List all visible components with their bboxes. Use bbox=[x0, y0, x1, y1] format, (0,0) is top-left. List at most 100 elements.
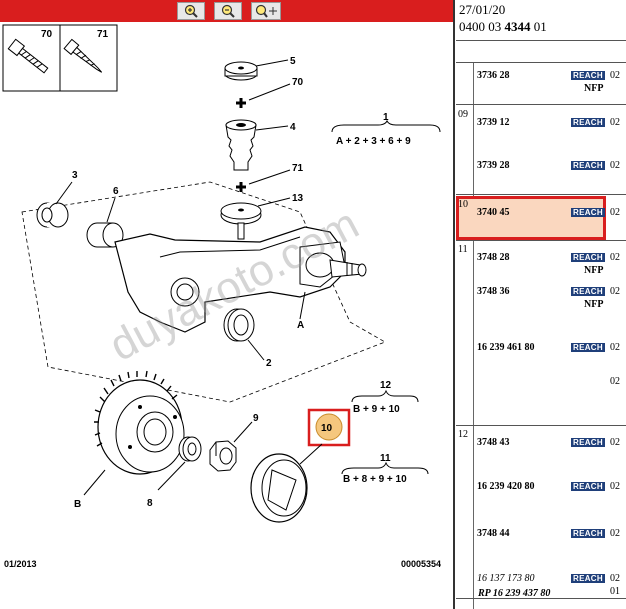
reach-badge: REACH bbox=[571, 208, 605, 217]
part-row[interactable]: 16 137 173 80 REACH 02 bbox=[456, 573, 626, 587]
part-reference: 16 239 420 80 bbox=[477, 481, 535, 492]
group-line bbox=[456, 598, 626, 599]
reach-badge: REACH bbox=[571, 438, 605, 447]
footer-code: 00005354 bbox=[401, 559, 442, 569]
part-row[interactable]: 02 bbox=[456, 376, 626, 390]
reach-badge: REACH bbox=[571, 253, 605, 262]
zoom-fit-button[interactable] bbox=[251, 2, 281, 20]
zoom-out-button[interactable] bbox=[214, 2, 242, 20]
screw-box-71 bbox=[59, 24, 118, 92]
label-11: 11 bbox=[380, 453, 391, 464]
zoom-fit-icon bbox=[255, 4, 277, 18]
zoom-out-icon bbox=[221, 4, 235, 18]
reach-badge: REACH bbox=[571, 343, 605, 352]
quantity: 02 bbox=[610, 376, 620, 387]
label-B: B bbox=[74, 499, 81, 510]
label-71: 71 bbox=[292, 163, 304, 174]
label-6: 6 bbox=[113, 186, 119, 197]
quantity: 02 bbox=[610, 573, 620, 584]
zoom-in-icon bbox=[184, 4, 198, 18]
footer-date: 01/2013 bbox=[4, 559, 37, 569]
selected-part-highlight[interactable] bbox=[456, 196, 606, 240]
formula-1: A + 2 + 3 + 6 + 9 bbox=[336, 136, 411, 147]
group-line bbox=[456, 240, 626, 241]
label-3: 3 bbox=[72, 170, 78, 181]
part-reference: 3736 28 bbox=[477, 70, 510, 81]
label-4: 4 bbox=[290, 122, 296, 133]
reach-badge: REACH bbox=[571, 529, 605, 538]
nfp-label: NFP bbox=[584, 83, 604, 94]
label-71-box: 71 bbox=[97, 29, 109, 40]
formula-11: B + 8 + 9 + 10 bbox=[343, 474, 407, 485]
part-row[interactable]: 16 239 420 80 REACH 02 bbox=[456, 481, 626, 495]
quantity: 02 bbox=[610, 160, 620, 171]
position-number: 11 bbox=[458, 244, 468, 255]
quantity: 02 bbox=[610, 481, 620, 492]
part-row[interactable]: 10 3740 45 REACH 02 bbox=[456, 199, 626, 221]
label-10: 10 bbox=[321, 423, 333, 434]
reach-badge: REACH bbox=[571, 71, 605, 80]
header-reference: 0400 03 4344 01 bbox=[459, 19, 547, 34]
quantity: 02 bbox=[610, 286, 620, 297]
reach-badge: REACH bbox=[571, 482, 605, 491]
part-reference: 16 239 461 80 bbox=[477, 342, 535, 353]
part-reference: 3739 28 bbox=[477, 160, 510, 171]
diagram-panel: 70 71 5 70 4 bbox=[0, 0, 453, 569]
part-reference: 3740 45 bbox=[477, 207, 510, 218]
label-70: 70 bbox=[292, 77, 304, 88]
part-row[interactable]: 3748 44 REACH 02 bbox=[456, 528, 626, 542]
group-line bbox=[456, 425, 626, 426]
parts-header: 27/01/20 0400 03 4344 01 bbox=[456, 0, 626, 41]
quantity: 02 bbox=[610, 207, 620, 218]
label-9: 9 bbox=[253, 413, 259, 424]
parts-panel: 27/01/20 0400 03 4344 01 3736 28 REACH NFP… bbox=[456, 0, 626, 609]
quantity: 02 bbox=[610, 528, 620, 539]
label-8: 8 bbox=[147, 498, 153, 509]
quantity: 02 bbox=[610, 252, 620, 263]
label-1: 1 bbox=[383, 112, 389, 123]
group-line bbox=[456, 62, 626, 63]
part-reference: 3748 28 bbox=[477, 252, 510, 263]
label-5: 5 bbox=[290, 56, 296, 67]
position-number: 09 bbox=[458, 109, 468, 120]
quantity: 02 bbox=[610, 342, 620, 353]
exploded-parts-diagram: 70 71 5 70 4 bbox=[2, 24, 441, 523]
part-reference: 3748 43 bbox=[477, 437, 510, 448]
reach-badge: REACH bbox=[571, 287, 605, 296]
quantity: 01 bbox=[610, 586, 620, 597]
position-column bbox=[456, 62, 474, 609]
panel-divider bbox=[453, 0, 455, 609]
part-row[interactable]: RP 16 239 437 80 01 bbox=[456, 586, 626, 600]
label-13: 13 bbox=[292, 193, 304, 204]
part-reference: 3739 12 bbox=[477, 117, 510, 128]
group-line bbox=[456, 194, 626, 195]
toolbar bbox=[0, 0, 453, 22]
position-number: 12 bbox=[458, 429, 468, 440]
label-12: 12 bbox=[380, 380, 392, 391]
label-70-box: 70 bbox=[41, 29, 53, 40]
zoom-in-button[interactable] bbox=[177, 2, 205, 20]
part-reference: 16 137 173 80 bbox=[477, 573, 535, 584]
part-row[interactable]: 11 3748 28 REACH NFP 02 bbox=[456, 244, 626, 276]
part-row[interactable]: 3748 36 REACH NFP 02 bbox=[456, 286, 626, 310]
quantity: 02 bbox=[610, 437, 620, 448]
quantity: 02 bbox=[610, 70, 620, 81]
reach-badge: REACH bbox=[571, 574, 605, 583]
formula-12: B + 9 + 10 bbox=[353, 404, 400, 415]
nfp-label: NFP bbox=[584, 299, 604, 310]
part-reference: 3748 36 bbox=[477, 286, 510, 297]
nfp-label: NFP bbox=[584, 265, 604, 276]
label-A: A bbox=[297, 320, 304, 331]
label-2: 2 bbox=[266, 358, 272, 369]
part-reference: RP 16 239 437 80 bbox=[478, 588, 551, 599]
screw-box-70 bbox=[2, 24, 61, 92]
part-reference: 3748 44 bbox=[477, 528, 510, 539]
group-line bbox=[456, 104, 626, 105]
quantity: 02 bbox=[610, 117, 620, 128]
position-number: 10 bbox=[458, 199, 468, 210]
part-row[interactable]: 12 3748 43 REACH 02 bbox=[456, 429, 626, 451]
part-row[interactable]: 3736 28 REACH NFP 02 bbox=[456, 70, 626, 94]
part-row[interactable]: 16 239 461 80 REACH 02 bbox=[456, 342, 626, 356]
